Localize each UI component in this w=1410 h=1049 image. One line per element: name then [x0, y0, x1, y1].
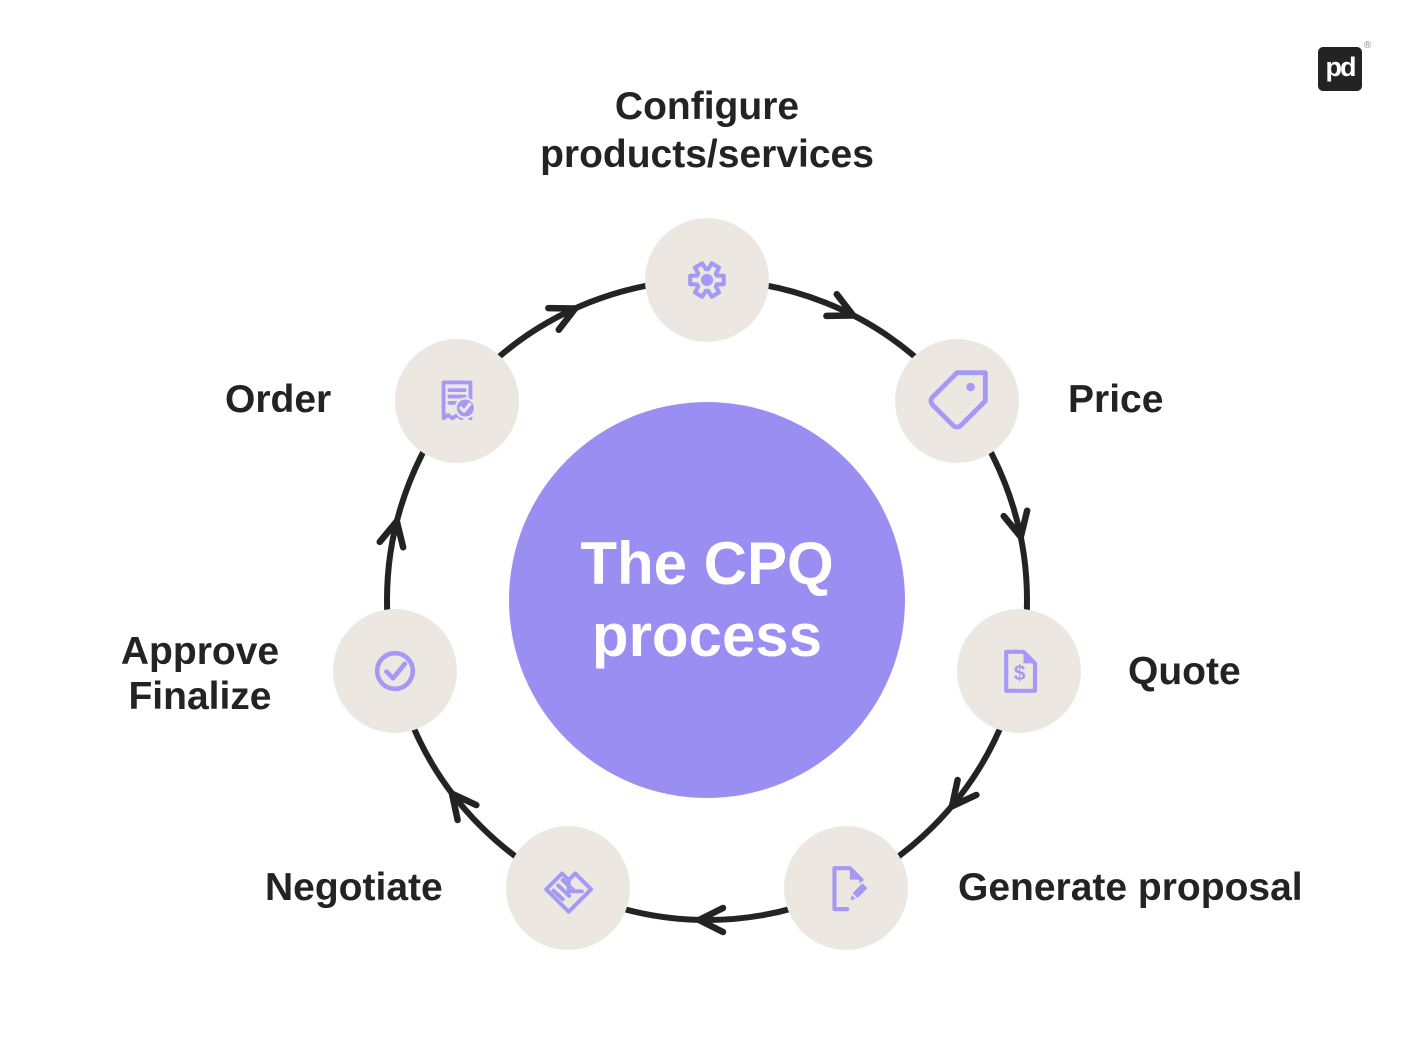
center-circle: The CPQ process	[509, 402, 905, 798]
pandadoc-logo-mark: pd	[1318, 47, 1362, 91]
step-node-price	[895, 339, 1019, 463]
step-label-price: Price	[1068, 378, 1164, 421]
step-label-configure: Configure products/services	[540, 85, 874, 176]
brand-logo: pd ®	[1318, 40, 1371, 91]
step-label-negotiate: Negotiate	[265, 866, 443, 909]
step-label-approve-finalize: Approve Finalize	[120, 630, 280, 718]
step-node-order	[395, 339, 519, 463]
flow-arrow	[1000, 507, 1031, 541]
price-tag-icon	[928, 370, 988, 430]
step-label-generate-proposal: Generate proposal	[958, 866, 1303, 909]
gear-icon	[688, 261, 726, 299]
step-label-quote: Quote	[1128, 650, 1241, 693]
step-label-order: Order	[225, 378, 332, 421]
step-node-generate-proposal	[784, 826, 908, 950]
flow-arrow	[948, 776, 980, 810]
step-node-quote: $	[957, 609, 1081, 733]
center-title: The CPQ process	[580, 530, 834, 669]
flow-arrow	[545, 304, 579, 334]
step-node-approve-finalize	[333, 609, 457, 733]
step-node-configure	[645, 218, 769, 342]
flow-arrow	[823, 290, 857, 320]
order-receipt-icon	[441, 380, 477, 421]
proposal-pencil-icon	[832, 866, 870, 912]
dollar-sign: $	[1014, 662, 1026, 685]
step-node-negotiate	[506, 826, 630, 950]
registered-trademark: ®	[1364, 40, 1372, 51]
quote-document-icon: $	[1004, 649, 1038, 693]
approve-check-icon	[374, 650, 416, 692]
pencil-glyph	[848, 881, 870, 903]
flow-arrow	[448, 790, 480, 824]
flow-arrow	[376, 517, 407, 551]
handshake-icon	[544, 871, 594, 914]
flow-arrow	[695, 904, 727, 936]
